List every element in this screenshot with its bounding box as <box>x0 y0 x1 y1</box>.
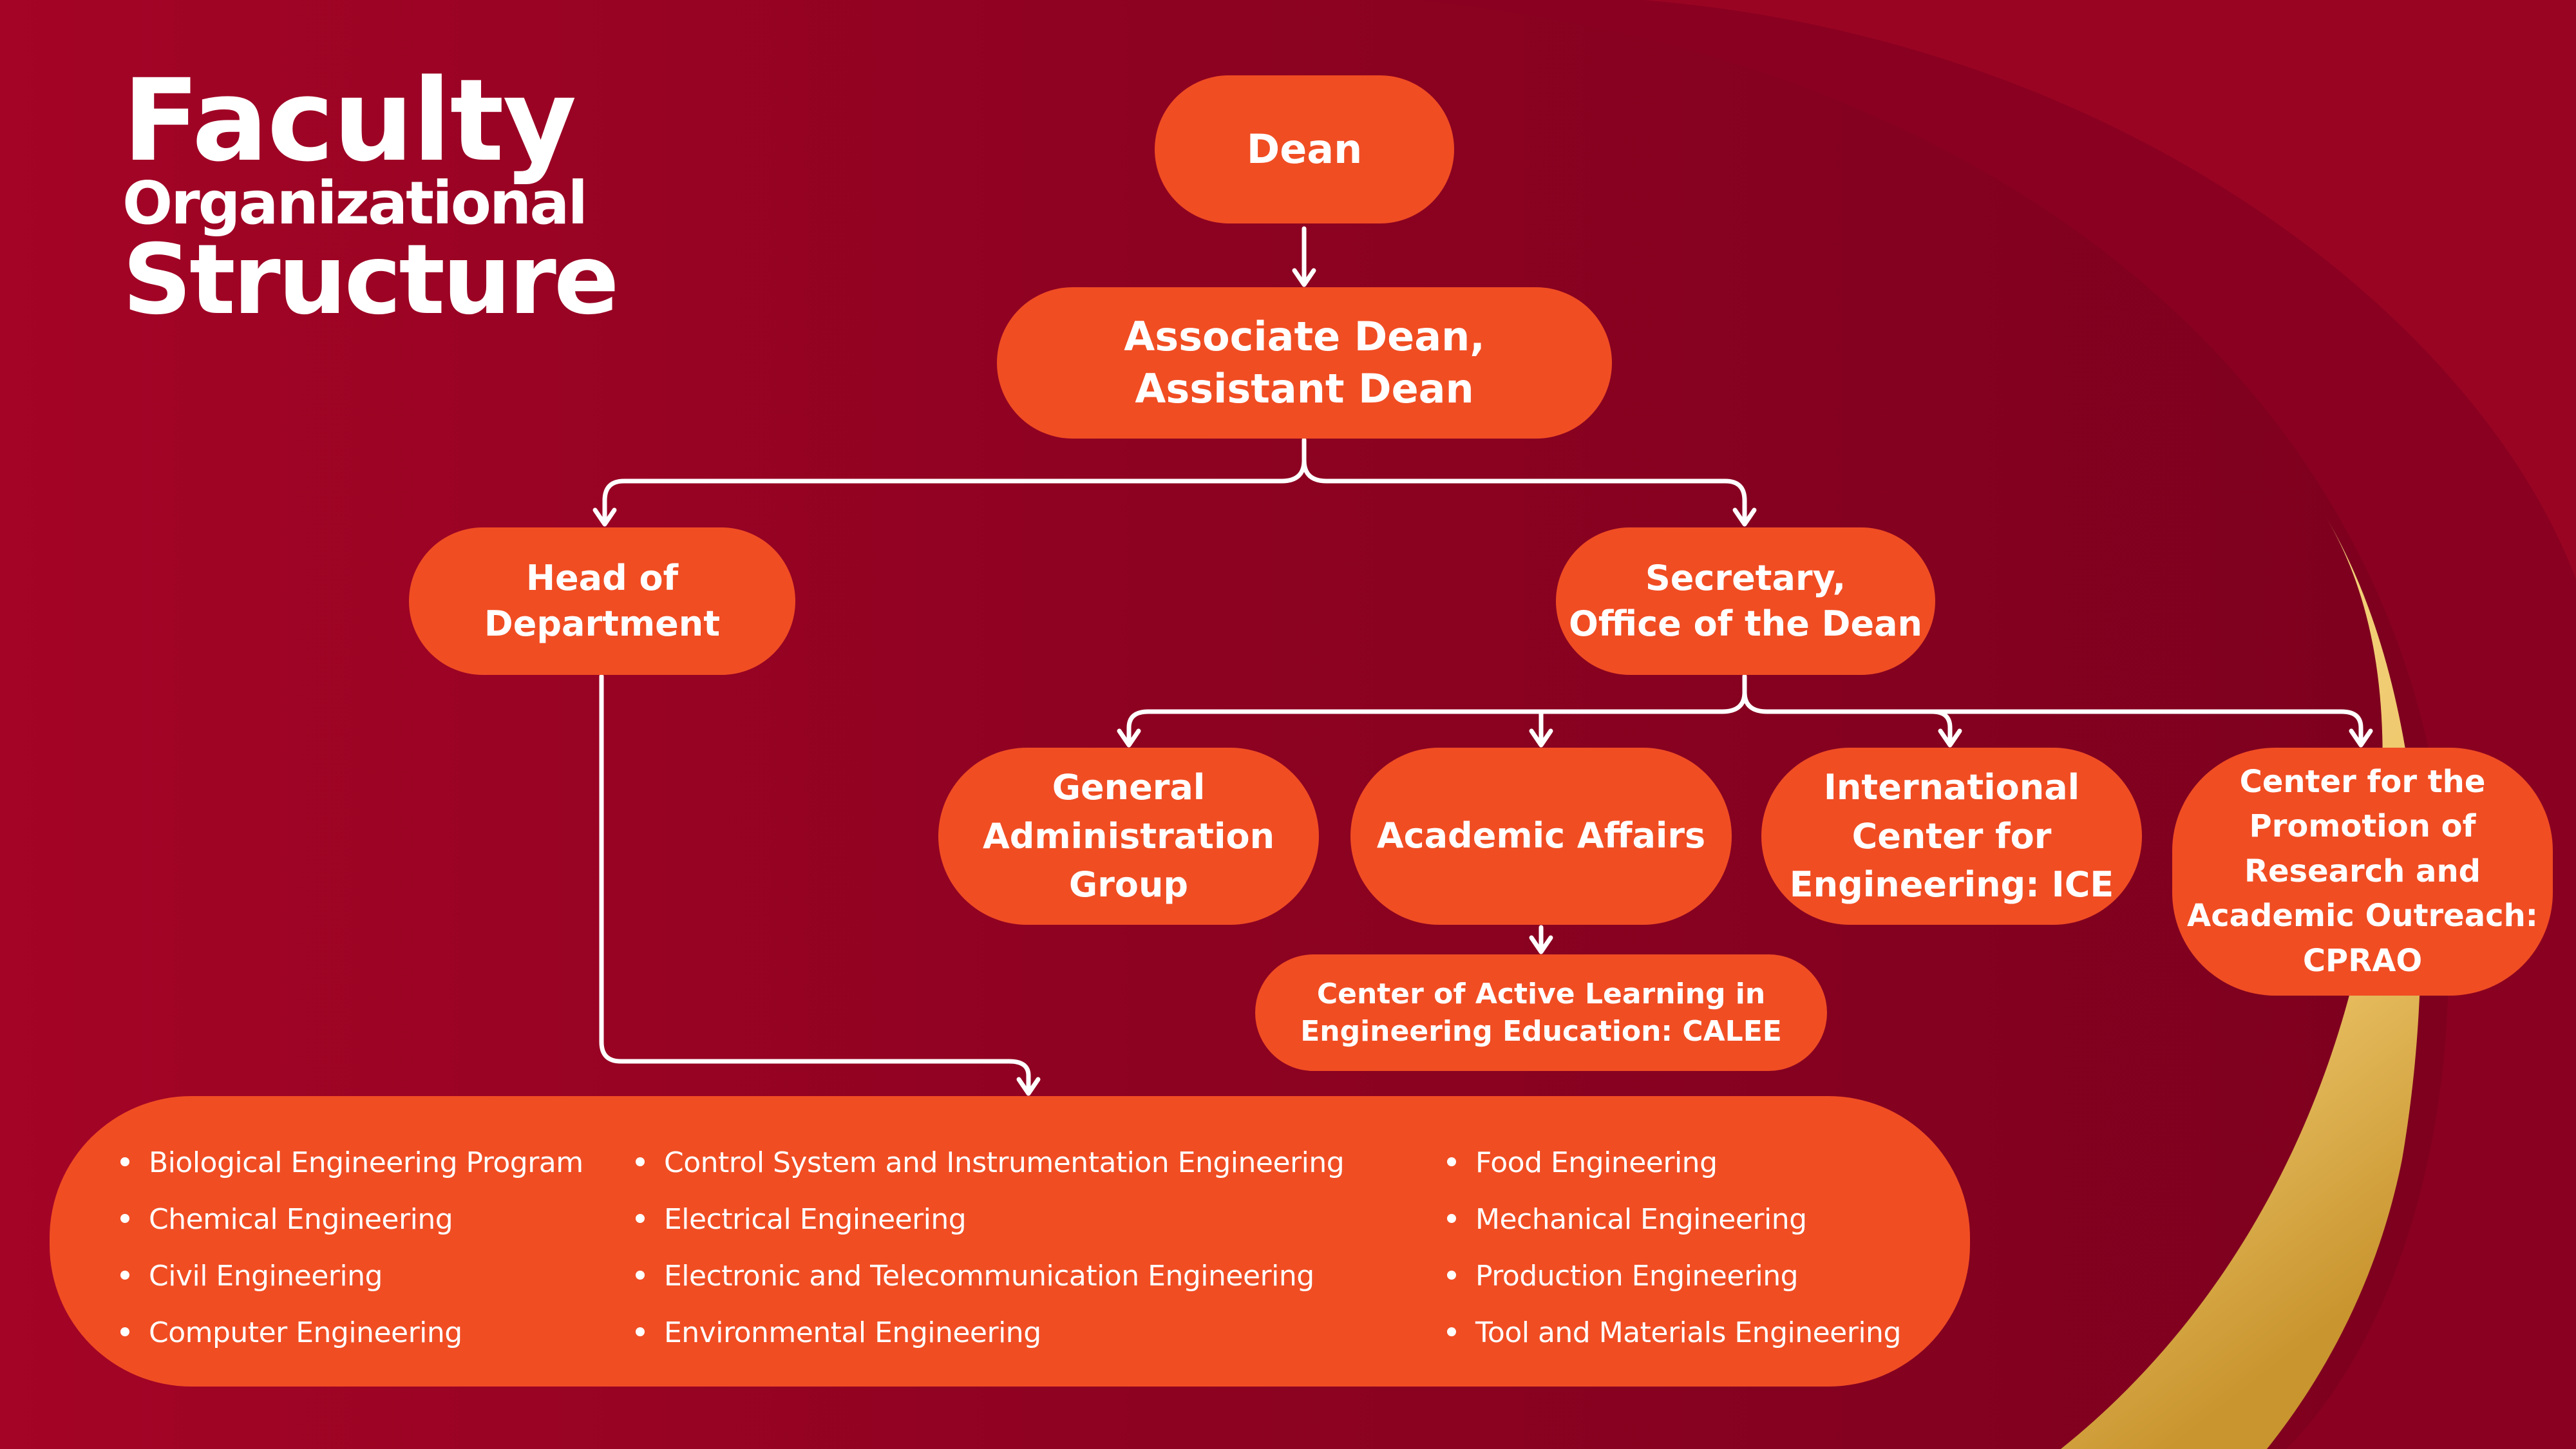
bullet-icon <box>1447 1157 1456 1166</box>
departments-column-3: Food Engineering Mechanical Engineering … <box>1447 1135 1901 1361</box>
department-item[interactable]: Computer Engineering <box>120 1305 583 1361</box>
title-organizational: Organizational <box>122 169 588 238</box>
bullet-icon <box>120 1271 129 1280</box>
node-head-of-department[interactable]: Head of Department <box>409 527 795 675</box>
bullet-icon <box>636 1157 645 1166</box>
inner-dark-arc <box>1417 0 2576 1449</box>
node-associate-dean[interactable]: Associate Dean, Assistant Dean <box>997 287 1612 439</box>
connector-associate-branch <box>602 437 1307 526</box>
connector-secretary-right <box>1742 690 2363 746</box>
title-faculty: Faculty <box>122 55 576 187</box>
arrowhead-ice <box>1938 728 1962 748</box>
bullet-icon <box>120 1157 129 1166</box>
node-cprao[interactable]: Center for the Promotion of Research and… <box>2172 748 2553 996</box>
node-ice[interactable]: International Center for Engineering: IC… <box>1761 748 2142 925</box>
bullet-icon <box>636 1271 645 1280</box>
arrowhead-secretary <box>1732 507 1757 527</box>
arrowhead-head <box>592 507 617 527</box>
connector-associate-secretary <box>1302 458 1747 526</box>
gold-crescent <box>2061 515 2421 1449</box>
department-item[interactable]: Mechanical Engineering <box>1447 1191 1901 1248</box>
bullet-icon <box>120 1327 129 1336</box>
bullet-icon <box>120 1214 129 1223</box>
arrowhead-associate <box>1292 268 1316 287</box>
departments-column-2: Control System and Instrumentation Engin… <box>636 1135 1345 1361</box>
node-secretary[interactable]: Secretary, Office of the Dean <box>1556 527 1935 675</box>
node-general-administration[interactable]: General Administration Group <box>938 748 1319 925</box>
title-structure: Structure <box>122 224 620 336</box>
department-item[interactable]: Food Engineering <box>1447 1135 1901 1191</box>
node-calee[interactable]: Center of Active Learning in Engineering… <box>1255 954 1827 1071</box>
connector-secretary-branch <box>1126 674 1747 746</box>
bullet-icon <box>1447 1327 1456 1336</box>
connector-head-departments <box>599 674 1031 1094</box>
bullet-icon <box>636 1327 645 1336</box>
arrowhead-calee <box>1529 935 1553 954</box>
department-item[interactable]: Biological Engineering Program <box>120 1135 583 1191</box>
outer-arc-band <box>1642 0 2576 580</box>
node-dean[interactable]: Dean <box>1155 75 1454 223</box>
connector-ice <box>1929 709 1953 746</box>
bullet-icon <box>1447 1271 1456 1280</box>
arrowhead-cprao <box>2349 728 2373 748</box>
right-arc-band <box>2383 0 2576 451</box>
bullet-icon <box>1447 1214 1456 1223</box>
arrowhead-departments <box>1016 1077 1041 1096</box>
department-item[interactable]: Chemical Engineering <box>120 1191 583 1248</box>
department-item[interactable]: Environmental Engineering <box>636 1305 1344 1361</box>
arrowhead-general-admin <box>1117 728 1141 748</box>
node-academic-affairs[interactable]: Academic Affairs <box>1350 748 1732 925</box>
department-item[interactable]: Civil Engineering <box>120 1248 583 1305</box>
departments-box: Biological Engineering Program Chemical … <box>50 1096 1970 1387</box>
department-item[interactable]: Production Engineering <box>1447 1248 1901 1305</box>
bullet-icon <box>636 1214 645 1223</box>
department-item[interactable]: Electronic and Telecommunication Enginee… <box>636 1248 1344 1305</box>
department-item[interactable]: Electrical Engineering <box>636 1191 1344 1248</box>
departments-column-1: Biological Engineering Program Chemical … <box>120 1135 583 1361</box>
department-item[interactable]: Tool and Materials Engineering <box>1447 1305 1901 1361</box>
arrowhead-academic-affairs <box>1529 728 1553 748</box>
department-item[interactable]: Control System and Instrumentation Engin… <box>636 1135 1345 1191</box>
